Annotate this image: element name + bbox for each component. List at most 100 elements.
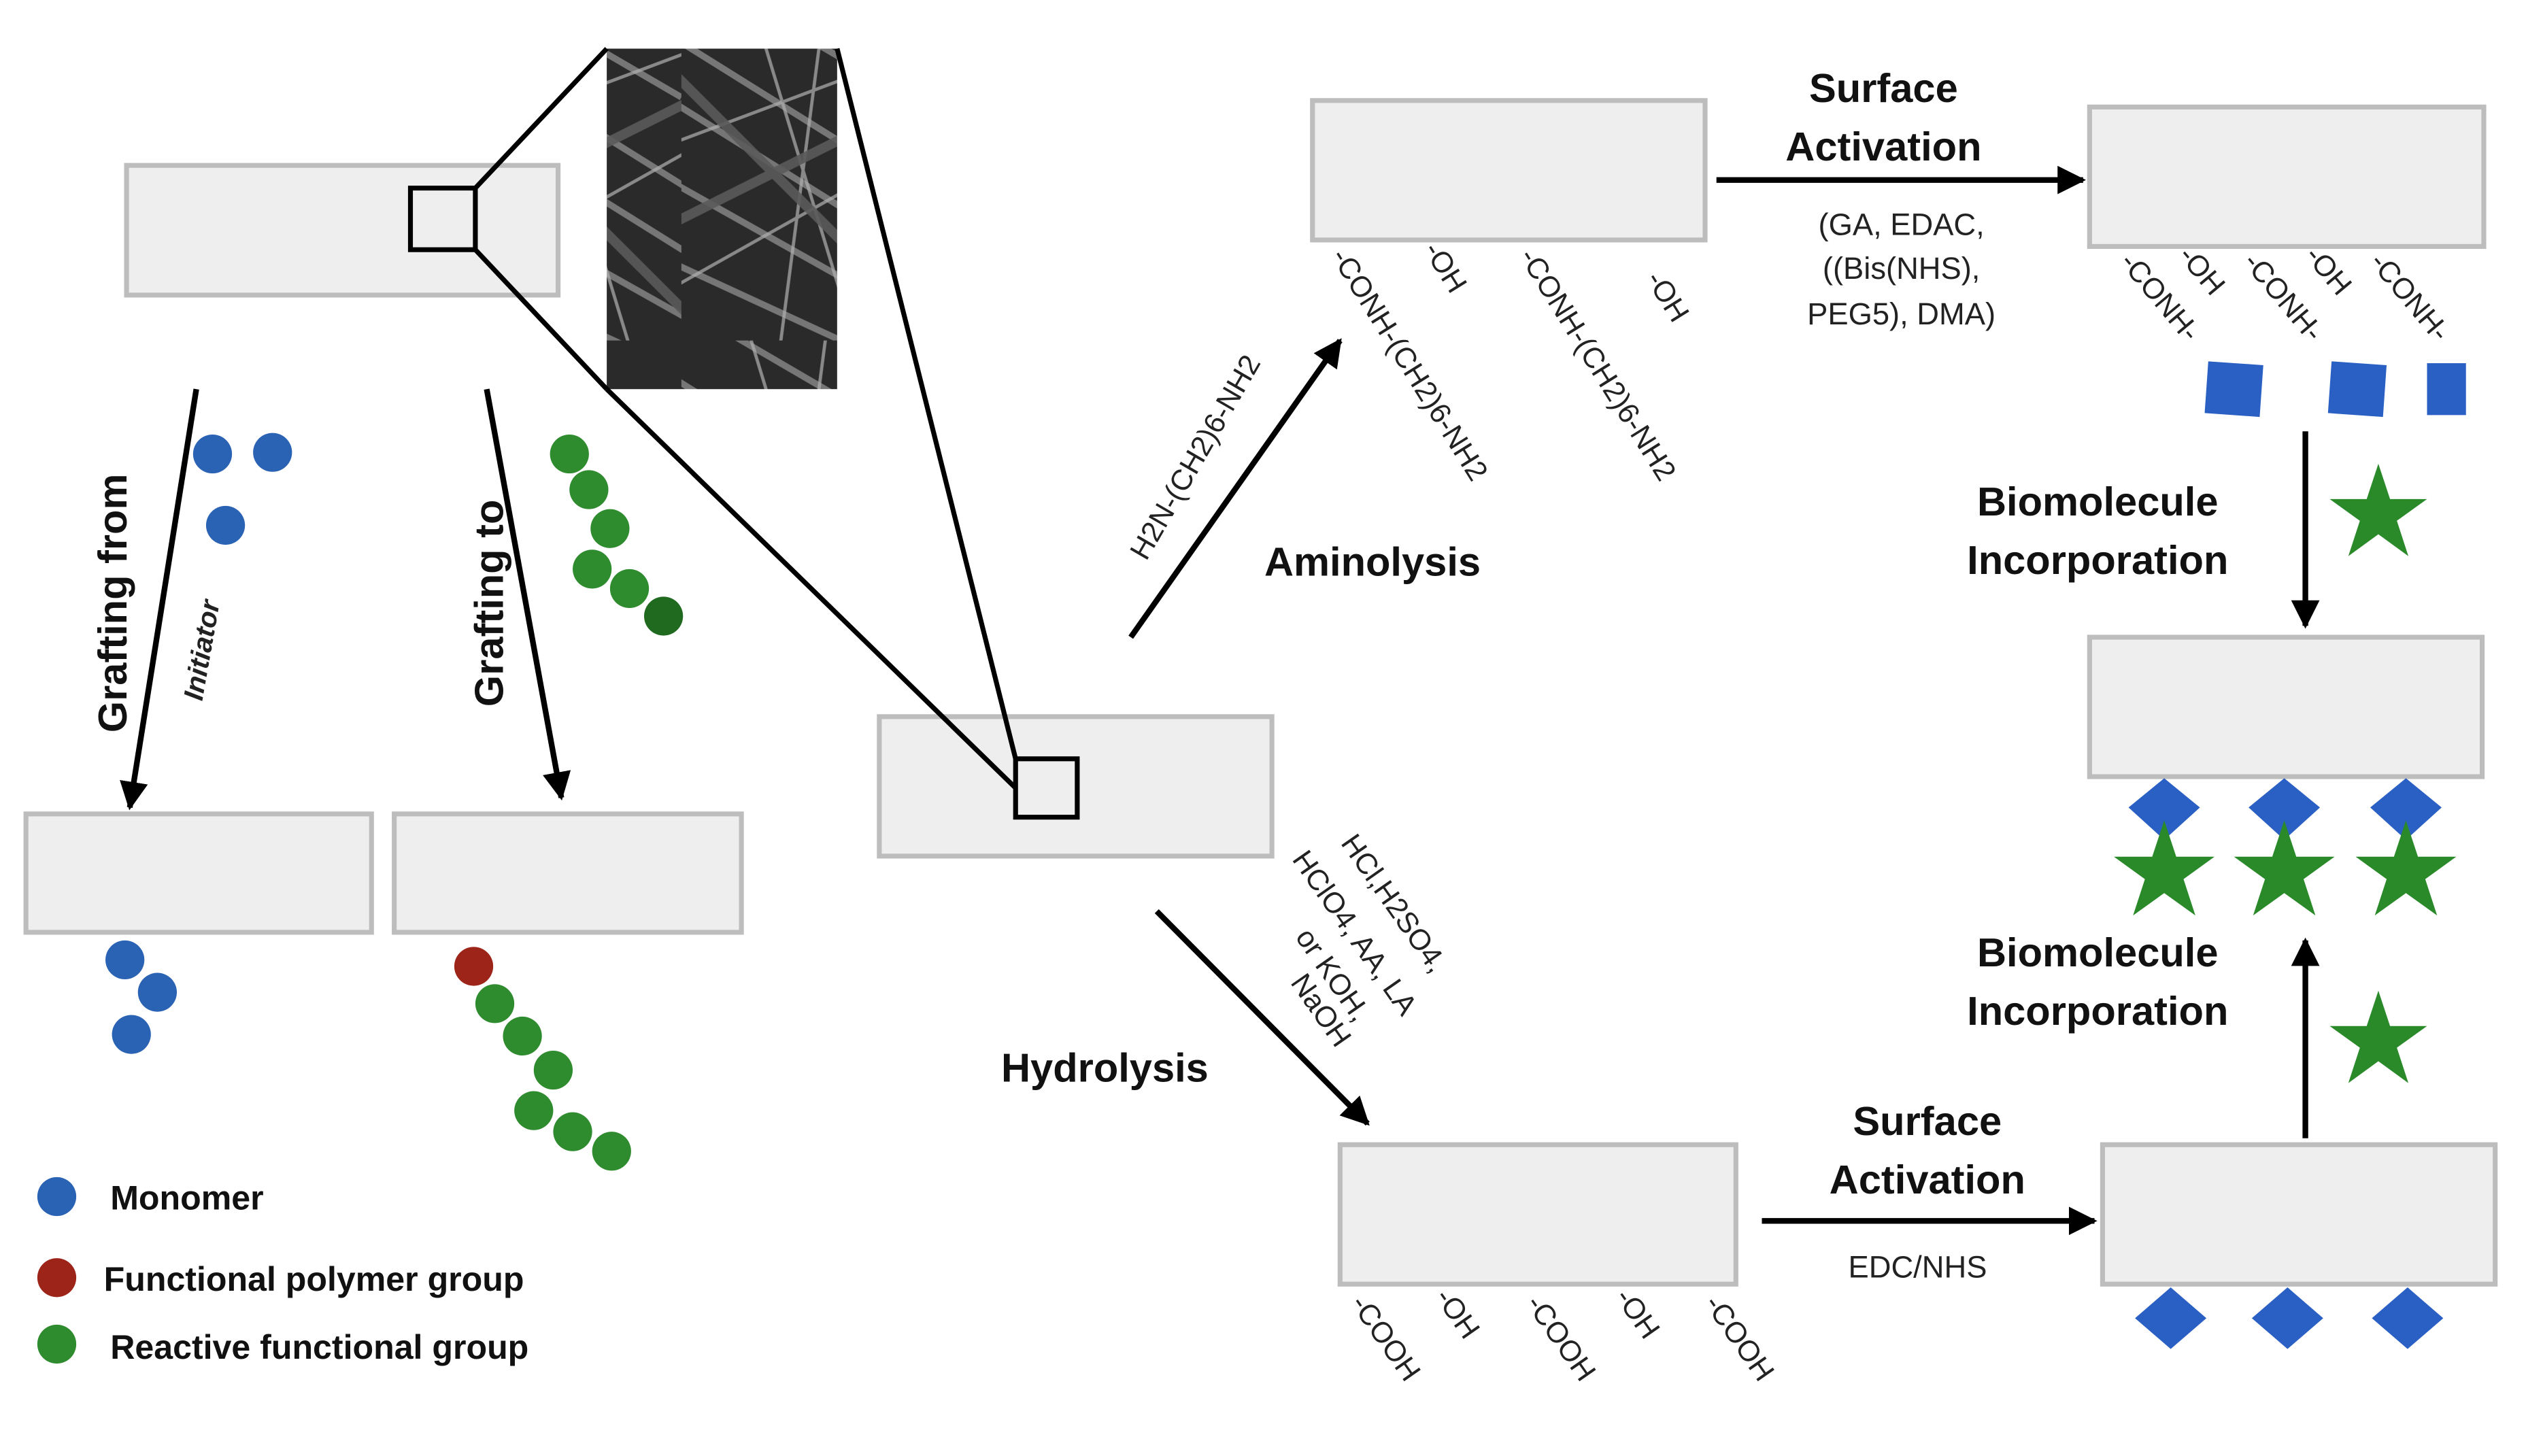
group-label: -COOH	[1344, 1289, 1426, 1387]
group-label: -COOH	[1519, 1289, 1602, 1387]
linker-diamond	[2128, 778, 2200, 841]
legend: Monomer Functional polymer group Reactiv…	[37, 1176, 528, 1366]
label-activation-reagents-2: ((Bis(NHS),	[1823, 251, 1981, 286]
arrow-grafting-from	[120, 388, 199, 811]
legend-swatch-monomer	[37, 1176, 77, 1217]
activated-linkers-bottom	[2135, 1287, 2444, 1349]
biomolecule-star	[2329, 990, 2427, 1083]
zoom-line	[473, 248, 609, 391]
slab-activated-bottom	[2100, 1142, 2498, 1287]
reactive-dot	[643, 596, 684, 636]
legend-swatch-functional	[37, 1258, 77, 1298]
reactive-dot	[514, 1091, 554, 1130]
amine-groups: -CONH-(CH2)6-NH2 -OH -CONH-(CH2)6-NH2 -O…	[1325, 236, 1696, 486]
group-label: -OH	[1609, 1283, 1666, 1345]
label-activation-reagents-1: (GA, EDAC,	[1819, 207, 1985, 242]
sem-zoom	[407, 47, 1080, 820]
reactive-dot	[592, 1132, 631, 1171]
arrows	[120, 165, 2320, 1236]
group-label: -OH	[1639, 265, 1695, 328]
biomolecule-star	[2114, 820, 2215, 916]
slab-biomolecule-top	[2087, 634, 2485, 779]
label-surface-activation-top-1: Surface	[1809, 65, 1958, 111]
linker-diamond	[2249, 778, 2321, 841]
reactive-dot	[609, 569, 650, 609]
label-biomolecule-bottom-2: Incorporation	[1967, 988, 2228, 1034]
slab-grafting-from	[23, 811, 374, 935]
label-initiator: Initiator	[178, 596, 226, 702]
linker-square	[2327, 361, 2387, 418]
label-activation-reagents-bottom: EDC/NHS	[1849, 1250, 1987, 1285]
monomer-dot	[253, 433, 292, 472]
monomer-dot	[112, 1015, 151, 1054]
activated-groups: -CONH- -OH -CONH- -OH -CONH-	[2114, 239, 2457, 348]
zoom-line	[835, 48, 1018, 760]
reactive-chain-free	[550, 434, 684, 636]
slab-activated-top	[2087, 104, 2487, 249]
label-biomolecule-top-2: Incorporation	[1967, 537, 2228, 583]
reactive-dot	[569, 470, 609, 509]
group-label: -OH	[1428, 1283, 1485, 1345]
reactive-chain-grafted	[454, 947, 631, 1171]
biomolecule-star	[2329, 463, 2427, 556]
group-label: -OH	[1417, 236, 1472, 299]
linker-diamond	[2370, 778, 2442, 841]
hydrolysis-reagents: HCl,H2SO4, HClO4, AA, LA or KOH, NaOH	[1284, 828, 1453, 1053]
linker-square	[2204, 361, 2263, 418]
activated-linkers-top	[2204, 361, 2466, 418]
reactive-dot	[573, 549, 612, 589]
zoom-box-top	[407, 185, 478, 252]
biomolecule-star	[2355, 820, 2457, 916]
slab-grafting-to	[392, 811, 744, 935]
reactive-dot	[550, 434, 589, 474]
label-aminolysis-reagent: H2N-(CH2)6-NH2	[1124, 350, 1267, 565]
linker-diamond	[2135, 1287, 2207, 1349]
monomer-dot	[137, 972, 178, 1012]
label-surface-activation-top-2: Activation	[1785, 124, 1981, 169]
monomer-dot	[105, 940, 145, 980]
legend-swatch-reactive	[37, 1324, 77, 1364]
zoom-line	[473, 47, 609, 190]
linker-diamond	[2372, 1287, 2444, 1349]
linker-diamond	[2251, 1287, 2323, 1349]
label-surface-activation-bottom-1: Surface	[1853, 1098, 2002, 1144]
label-hydrolysis: Hydrolysis	[1001, 1045, 1209, 1090]
functional-dot	[454, 947, 494, 986]
slab-top-left	[124, 163, 561, 298]
legend-label-functional: Functional polymer group	[104, 1260, 524, 1298]
sem-fiber-image	[607, 48, 837, 390]
monomer-dot	[192, 434, 233, 474]
label-aminolysis: Aminolysis	[1264, 539, 1481, 584]
monomers-grafted	[105, 940, 178, 1054]
slab-aminolysis	[1310, 98, 1708, 243]
label-biomolecule-top-1: Biomolecule	[1977, 479, 2219, 524]
label-activation-reagents-3: PEG5), DMA)	[1807, 297, 1995, 331]
legend-label-reactive: Reactive functional group	[110, 1328, 528, 1366]
arrow-hydrolysis	[1154, 909, 1370, 1126]
arrow-aminolysis	[1128, 338, 1343, 639]
reactive-dot	[533, 1050, 573, 1090]
hydrolysis-groups: -COOH -OH -COOH -OH -COOH	[1344, 1283, 1780, 1387]
label-surface-activation-bottom-2: Activation	[1830, 1157, 2025, 1202]
zoom-line	[605, 387, 1017, 790]
reactive-dot	[590, 509, 630, 548]
linker-square	[2427, 363, 2466, 416]
label-grafting-from: Grafting from	[90, 474, 135, 733]
monomers-free	[192, 433, 292, 545]
zoom-box-center	[1013, 756, 1080, 820]
biomolecule-star	[2234, 820, 2335, 916]
label-biomolecule-bottom-1: Biomolecule	[1977, 930, 2219, 975]
monomer-dot	[205, 505, 246, 545]
reactive-dot	[503, 1016, 542, 1056]
arrow-grafting-to	[484, 388, 571, 801]
label-grafting-to: Grafting to	[466, 500, 511, 707]
group-label: -CONH-	[2363, 246, 2456, 348]
slab-hydrolysis	[1337, 1142, 1738, 1287]
attached-biomolecules	[2114, 778, 2457, 916]
surface-slabs	[23, 98, 2498, 1287]
group-label: -COOH	[1698, 1289, 1780, 1387]
legend-label-monomer: Monomer	[110, 1179, 263, 1217]
reactive-dot	[475, 984, 515, 1023]
reactive-dot	[553, 1112, 592, 1151]
